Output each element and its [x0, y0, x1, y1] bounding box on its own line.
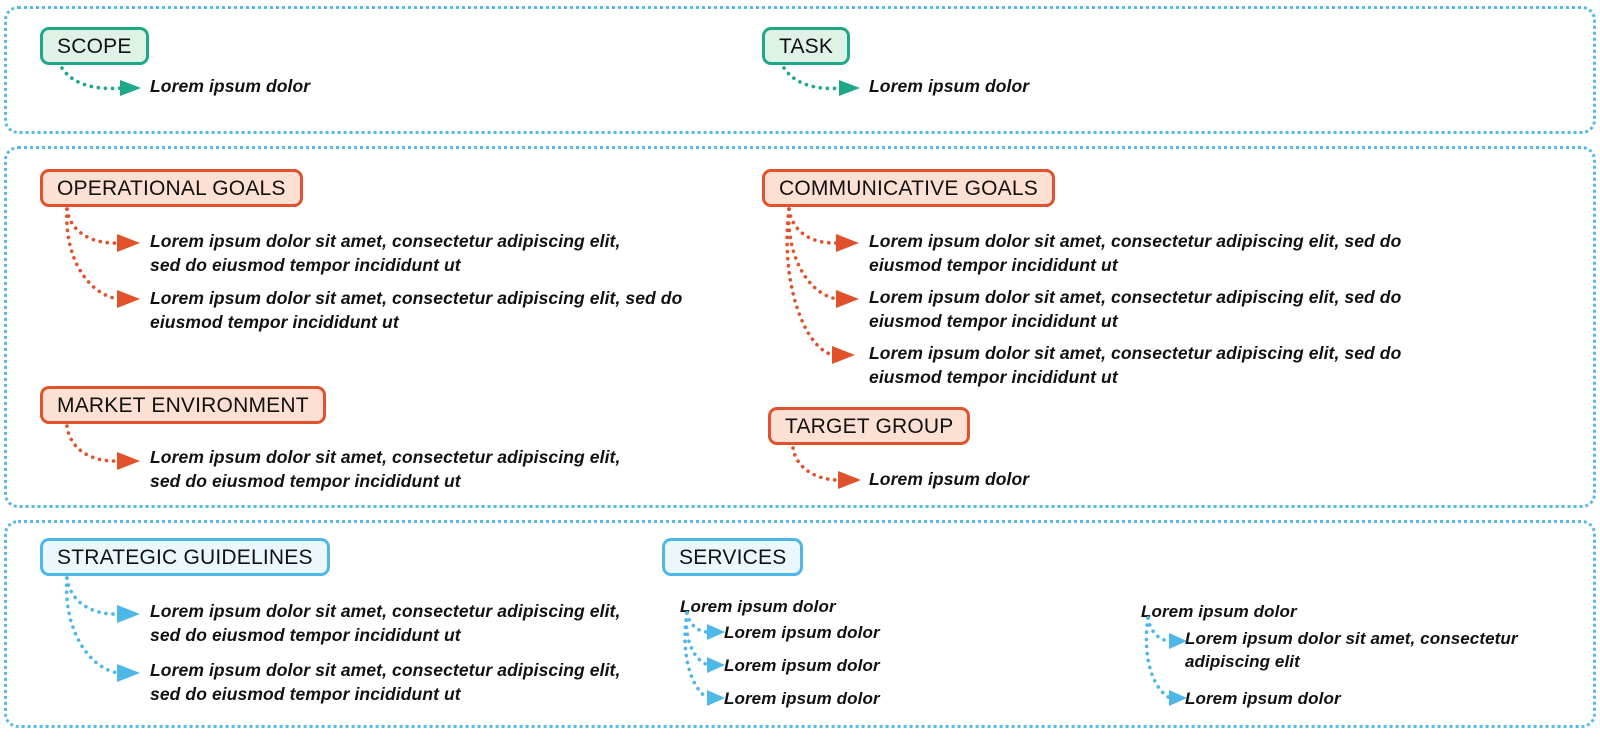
node-box-market-environment[interactable]: MARKET ENVIRONMENT [40, 386, 326, 424]
leaf-services-group-0-heading: Lorem ipsum dolor [680, 597, 836, 616]
node-box-communicative-goals[interactable]: COMMUNICATIVE GOALS [762, 169, 1055, 207]
leaf-strategic-guidelines-item-1: Lorem ipsum dolor sit amet, consectetur … [150, 660, 621, 704]
panel-goals [4, 146, 1596, 508]
node-box-operational-goals[interactable]: OPERATIONAL GOALS [40, 169, 303, 207]
node-box-strategic-guidelines[interactable]: STRATEGIC GUIDELINES [40, 538, 330, 576]
leaf-strategic-guidelines-item-0: Lorem ipsum dolor sit amet, consectetur … [150, 601, 621, 645]
node-box-target-group[interactable]: TARGET GROUP [768, 407, 971, 445]
leaf-operational-goals-item-0: Lorem ipsum dolor sit amet, consectetur … [150, 231, 621, 275]
node-box-scope[interactable]: SCOPE [40, 27, 149, 65]
node-box-task[interactable]: TASK [762, 27, 851, 65]
leaf-target-group-item-0: Lorem ipsum dolor [869, 469, 1030, 489]
panel-strategy [4, 520, 1596, 728]
leaf-scope-item-0: Lorem ipsum dolor [150, 76, 311, 96]
leaf-communicative-goals-item-1: Lorem ipsum dolor sit amet, consectetur … [869, 287, 1402, 331]
leaf-services-group-1-item-0: Lorem ipsum dolor sit amet, consectetur … [1185, 629, 1518, 671]
node-box-services[interactable]: SERVICES [662, 538, 804, 576]
leaf-communicative-goals-item-0: Lorem ipsum dolor sit amet, consectetur … [869, 231, 1402, 275]
panel-scope-task [4, 6, 1596, 134]
leaf-operational-goals-item-1: Lorem ipsum dolor sit amet, consectetur … [150, 288, 683, 332]
leaf-market-environment-item-0: Lorem ipsum dolor sit amet, consectetur … [150, 447, 621, 491]
leaf-services-group-1-heading: Lorem ipsum dolor [1141, 602, 1297, 621]
leaf-task-item-0: Lorem ipsum dolor [869, 76, 1030, 96]
leaf-services-group-0-item-1: Lorem ipsum dolor [724, 656, 880, 675]
leaf-services-group-1-item-1: Lorem ipsum dolor [1185, 689, 1341, 708]
leaf-services-group-0-item-0: Lorem ipsum dolor [724, 623, 880, 642]
leaf-communicative-goals-item-2: Lorem ipsum dolor sit amet, consectetur … [869, 343, 1402, 387]
leaf-services-group-0-item-2: Lorem ipsum dolor [724, 689, 880, 708]
